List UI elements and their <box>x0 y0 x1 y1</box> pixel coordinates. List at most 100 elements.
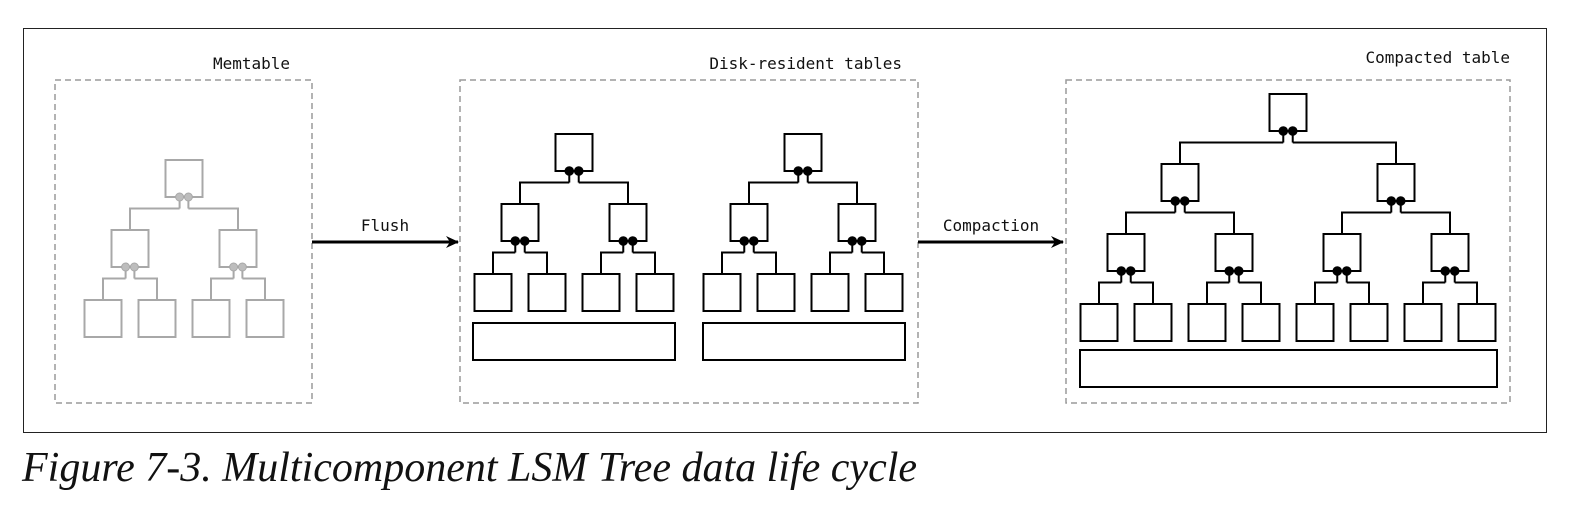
pointer-dot <box>229 262 239 272</box>
tree-edge <box>519 181 570 204</box>
tree-edge <box>1206 281 1230 304</box>
pointer-dot <box>793 166 804 176</box>
pointer-dot <box>1278 126 1289 136</box>
memtable-label: Memtable <box>213 54 290 73</box>
tree-edge <box>861 251 885 274</box>
memtable-container <box>54 79 313 404</box>
disk-tables-container <box>459 79 919 404</box>
tree-node <box>608 203 648 242</box>
tree-node <box>527 273 567 312</box>
tree-node <box>554 133 594 172</box>
pointer-dot <box>802 166 813 176</box>
tree-node <box>1430 233 1470 272</box>
pointer-dot <box>748 236 759 246</box>
tree-edge <box>1125 211 1176 234</box>
pointer-dot <box>847 236 858 246</box>
tree-node <box>1268 93 1308 132</box>
tree-edge <box>242 277 266 300</box>
tree-edge <box>753 251 777 274</box>
tree-node <box>218 229 258 268</box>
memtable-tree <box>83 159 285 338</box>
pointer-dot <box>627 236 638 246</box>
pointer-dot <box>237 262 247 272</box>
pointer-dot <box>1341 266 1352 276</box>
tree-edge <box>1130 281 1154 304</box>
pointer-dot <box>175 192 185 202</box>
tree-edge <box>807 181 858 204</box>
tree-node <box>1133 303 1173 342</box>
pointer-dot <box>1233 266 1244 276</box>
pointer-dot <box>519 236 530 246</box>
pointer-dot <box>121 262 131 272</box>
pointer-dot <box>1395 196 1406 206</box>
tree-node <box>137 299 177 338</box>
tree-edge <box>1341 211 1392 234</box>
figure-caption: Figure 7-3. Multicomponent LSM Tree data… <box>22 445 918 491</box>
tree-node <box>1457 303 1497 342</box>
tree-edge <box>1179 141 1284 164</box>
tree-node <box>1187 303 1227 342</box>
tree-edge <box>1238 281 1262 304</box>
compacted-table-container <box>1065 79 1511 404</box>
pointer-dot <box>129 262 139 272</box>
tree-edge <box>1184 211 1235 234</box>
tree-node <box>864 273 904 312</box>
tree-node <box>1349 303 1389 342</box>
tree-edge <box>492 251 516 274</box>
pointer-dot <box>183 192 193 202</box>
tree-edge <box>1314 281 1338 304</box>
tree-edge <box>188 207 239 230</box>
tree-node <box>1106 233 1146 272</box>
tree-edge <box>1400 211 1451 234</box>
compacted-table-label: Compacted table <box>1366 48 1511 67</box>
tree-node <box>245 299 285 338</box>
tree-node <box>83 299 123 338</box>
pointer-dot <box>1179 196 1190 206</box>
tree-edge <box>210 277 234 300</box>
pointer-dot <box>739 236 750 246</box>
disk-table-2-data-block <box>702 322 906 361</box>
flush-label: Flush <box>361 216 409 235</box>
tree-node <box>500 203 540 242</box>
compacted-table-tree <box>1079 93 1497 342</box>
tree-node <box>191 299 231 338</box>
tree-edge <box>748 181 799 204</box>
pointer-dot <box>1386 196 1397 206</box>
tree-node <box>702 273 742 312</box>
tree-node <box>110 229 150 268</box>
pointer-dot <box>1170 196 1181 206</box>
disk-table-1-data-block <box>472 322 676 361</box>
disk-tables-label: Disk-resident tables <box>709 54 902 73</box>
tree-edge <box>1422 281 1446 304</box>
tree-node <box>1322 233 1362 272</box>
tree-edge <box>1098 281 1122 304</box>
pointer-dot <box>1449 266 1460 276</box>
tree-node <box>1376 163 1416 202</box>
tree-edge <box>134 277 158 300</box>
tree-node <box>1214 233 1254 272</box>
pointer-dot <box>1125 266 1136 276</box>
tree-edge <box>102 277 126 300</box>
tree-node <box>473 273 513 312</box>
pointer-dot <box>1116 266 1127 276</box>
pointer-dot <box>1224 266 1235 276</box>
tree-node <box>837 203 877 242</box>
tree-edge <box>578 181 629 204</box>
tree-edge <box>1454 281 1478 304</box>
pointer-dot <box>573 166 584 176</box>
disk-table-tree-1 <box>473 133 675 312</box>
tree-edge <box>632 251 656 274</box>
pointer-dot <box>856 236 867 246</box>
tree-node <box>783 133 823 172</box>
tree-edge <box>1292 141 1397 164</box>
lsm-diagram: Memtable Flush Disk-resident tables Comp… <box>54 48 1511 404</box>
tree-node <box>810 273 850 312</box>
tree-node <box>729 203 769 242</box>
figure-frame <box>23 28 1547 433</box>
pointer-dot <box>1440 266 1451 276</box>
tree-node <box>164 159 204 198</box>
disk-table-tree-2 <box>702 133 904 312</box>
pointer-dot <box>564 166 575 176</box>
pointer-dot <box>1332 266 1343 276</box>
compaction-label: Compaction <box>943 216 1039 235</box>
